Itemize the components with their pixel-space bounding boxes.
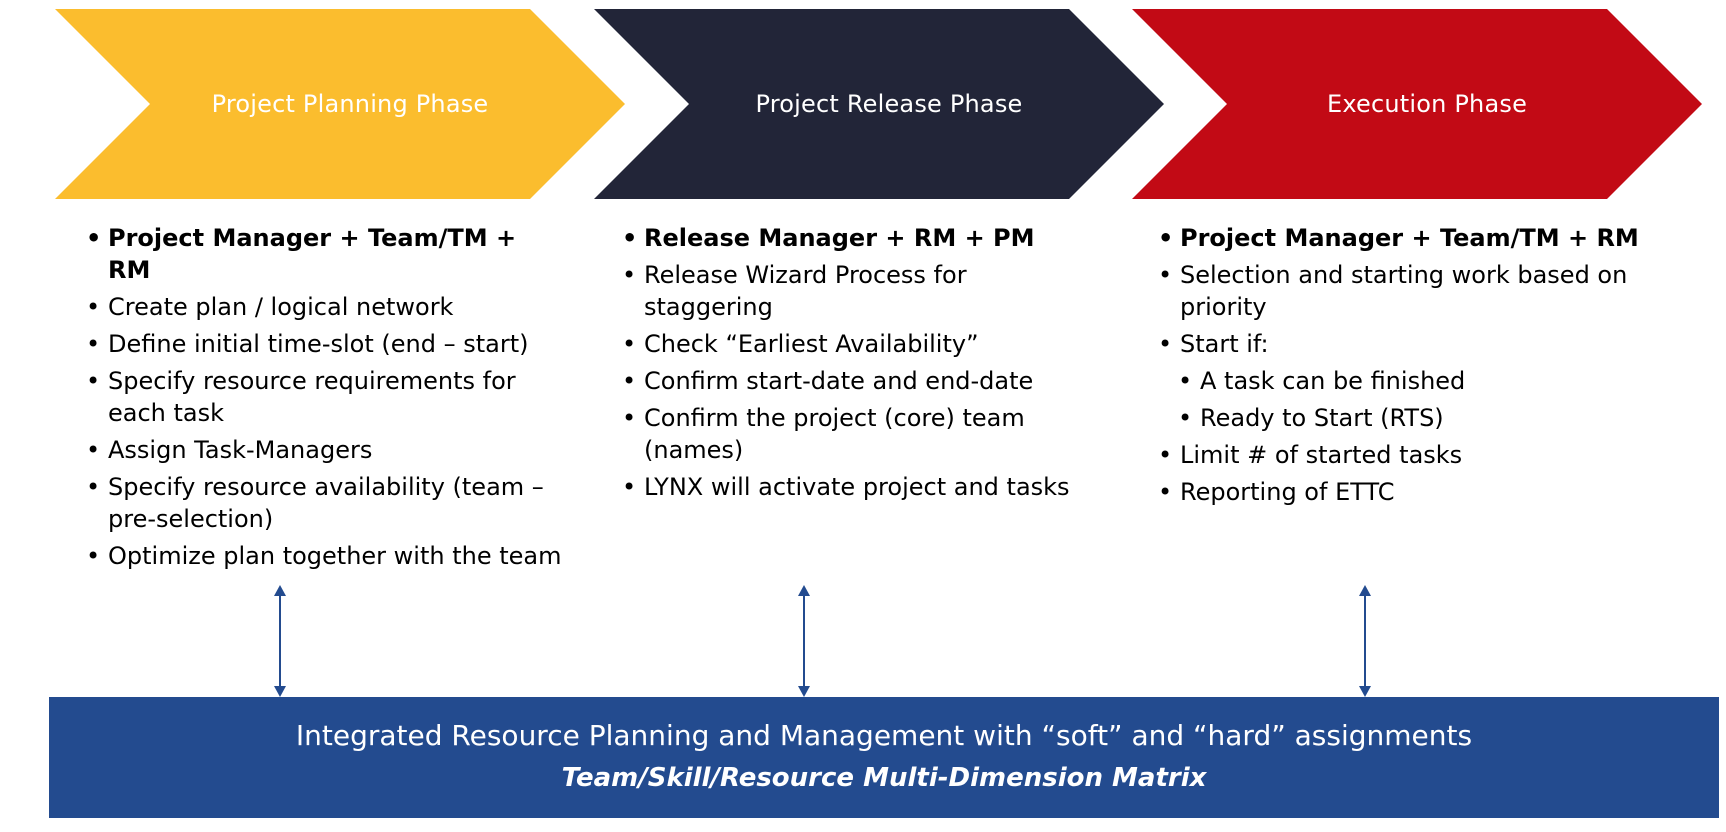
list-item: Confirm start-date and end-date [622,365,1102,397]
list-item: LYNX will activate project and tasks [622,471,1102,503]
double-arrow-icon [274,585,286,697]
list-item: Project Manager + Team/TM + RM [86,222,566,286]
banner-title: Integrated Resource Planning and Managem… [295,719,1473,752]
list-item: Specify resource availability (team – pr… [86,471,566,535]
list-item: Selection and starting work based on pri… [1158,259,1658,323]
chevron-planning: Project Planning Phase [55,9,625,199]
phase-title-planning: Project Planning Phase [211,90,489,118]
list-item: Define initial time-slot (end – start) [86,328,566,360]
banner-subtitle: Team/Skill/Resource Multi-Dimension Matr… [561,763,1207,793]
double-arrow-icon [1359,585,1371,697]
list-item: Create plan / logical network [86,291,566,323]
resource-planning-banner: Integrated Resource Planning and Managem… [49,697,1719,818]
double-arrow-icon [798,585,810,697]
release-list: Release Manager + RM + PM Release Wizard… [622,222,1102,508]
phase-title-execution: Execution Phase [1326,90,1528,118]
chevron-release: Project Release Phase [594,9,1164,199]
list-item: A task can be finished [1178,365,1658,397]
chevron-execution: Execution Phase [1132,9,1702,199]
phase-title-release: Project Release Phase [755,90,1023,118]
list-item: Ready to Start (RTS) [1178,402,1658,434]
chevron-execution-shape [1132,9,1702,199]
list-item: Limit # of started tasks [1158,439,1658,471]
list-item: Project Manager + Team/TM + RM [1158,222,1658,254]
list-item: Optimize plan together with the team [86,540,566,572]
chevron-release-shape [594,9,1164,199]
list-item: Reporting of ETTC [1158,476,1658,508]
planning-list: Project Manager + Team/TM + RM Create pl… [86,222,566,577]
list-item: Release Wizard Process for staggering [622,259,1102,323]
chevron-planning-shape [55,9,625,199]
execution-list: Project Manager + Team/TM + RM Selection… [1158,222,1658,513]
list-item: Specify resource requirements for each t… [86,365,566,429]
list-item: Release Manager + RM + PM [622,222,1102,254]
list-item: Assign Task-Managers [86,434,566,466]
list-item: Check “Earliest Availability” [622,328,1102,360]
list-item: Confirm the project (core) team (names) [622,402,1102,466]
list-item: Start if: [1158,328,1658,360]
